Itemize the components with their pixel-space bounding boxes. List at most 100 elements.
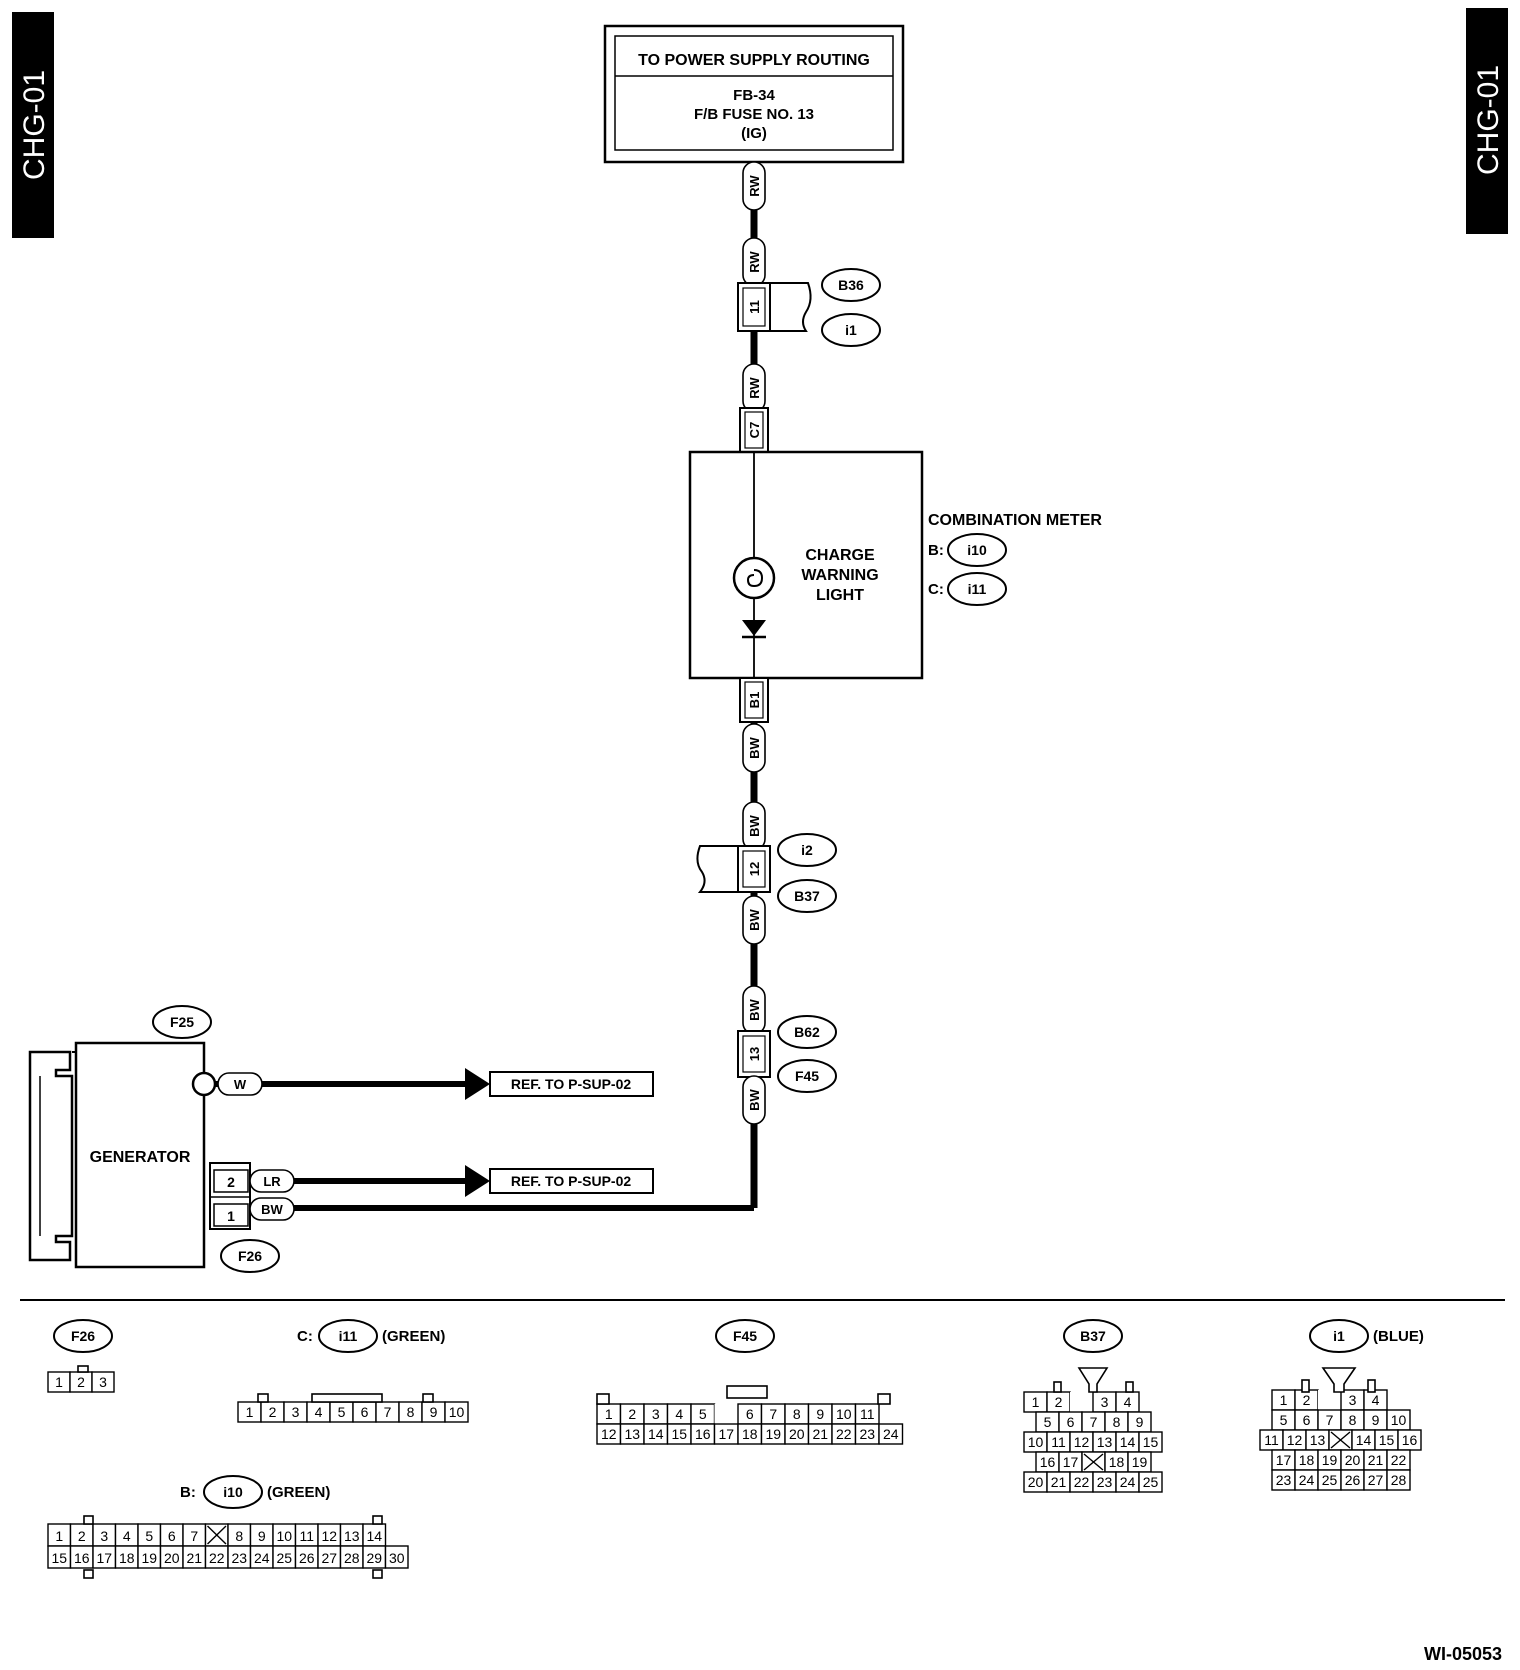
i1-pin-cell: 6 (1294, 1409, 1319, 1431)
f45-pin-number: 15 (671, 1426, 687, 1442)
f45-pin-cell: 17 (713, 1423, 739, 1445)
i1-pin-cell: 23 (1271, 1469, 1296, 1491)
f26-pin-cell: 2 (69, 1371, 93, 1393)
f45-pin-number: 12 (601, 1426, 617, 1442)
f45-pin-number: 17 (718, 1426, 734, 1442)
i11-pin-number: 10 (449, 1404, 465, 1420)
f45-pin-number: 21 (812, 1426, 828, 1442)
i1-pin-number: 8 (1349, 1412, 1357, 1428)
f45-pin-number: 24 (883, 1426, 899, 1442)
i11-pin-number: 1 (246, 1404, 254, 1420)
f26-pin-cell: 3 (91, 1371, 115, 1393)
connector-header-f26-text: F26 (71, 1328, 95, 1344)
i1-pin-number: 5 (1280, 1412, 1288, 1428)
connector-badge-b36: B36 (821, 268, 881, 302)
connector-badge-b37-wire: B37 (777, 879, 837, 913)
b37-pin-cell: 15 (1138, 1431, 1163, 1453)
i10-pin-number: 19 (141, 1550, 157, 1566)
i1-pin-number: 18 (1299, 1452, 1315, 1468)
b37-pin-number: 14 (1120, 1434, 1136, 1450)
wire-tag-w-text: W (234, 1077, 247, 1092)
f26-pin-cell: 1 (47, 1371, 71, 1393)
i11-pin-cell: 5 (329, 1401, 354, 1423)
f45-pin-number: 20 (789, 1426, 805, 1442)
power-supply-fuse-id: FB-34 (733, 87, 775, 104)
b37-pin-cell: 14 (1115, 1431, 1140, 1453)
i11-pin-number: 3 (292, 1404, 300, 1420)
b37-pin-number: 15 (1143, 1434, 1159, 1450)
i10-pin-number: 16 (74, 1550, 90, 1566)
i1-pin-cell: 4 (1363, 1389, 1388, 1411)
b37-pin-cell: 17 (1058, 1451, 1083, 1473)
wire-tag-bw1-text: BW (747, 736, 762, 758)
connector-badge-f26-gen: F26 (220, 1239, 280, 1273)
power-supply-box: TO POWER SUPPLY ROUTING FB-34 F/B FUSE N… (603, 24, 905, 164)
i1-pin-number: 10 (1391, 1412, 1407, 1428)
i10-pin-cell: 23 (227, 1545, 252, 1569)
f45-pin-number: 22 (836, 1426, 852, 1442)
connector-header-b37-text: B37 (1080, 1328, 1106, 1344)
blank-pin-x-icon (1330, 1431, 1351, 1449)
i10-pin-number: 24 (254, 1550, 270, 1566)
b37-pin-number: 16 (1040, 1454, 1056, 1470)
i1-pin-cell: 28 (1386, 1469, 1411, 1491)
i1-pin-cell: 24 (1294, 1469, 1319, 1491)
connector-latch-details (77, 1365, 1376, 1579)
f45-pin-number: 7 (769, 1406, 777, 1422)
i10-pin-cell: 16 (69, 1545, 94, 1569)
i1-pin-cell: 5 (1271, 1409, 1296, 1431)
b37-pin-cell (1070, 1392, 1093, 1412)
connector-header-i11-prefix: C: (297, 1328, 313, 1345)
i1-pin-number: 23 (1276, 1472, 1292, 1488)
i10-pin-number: 6 (168, 1528, 176, 1544)
i10-pin-cell: 30 (384, 1545, 409, 1569)
i11-pin-number: 6 (361, 1404, 369, 1420)
f45-pin-cell: 14 (643, 1423, 669, 1445)
arrow-icon-ref2 (465, 1165, 490, 1197)
b37-pin-number: 22 (1074, 1474, 1090, 1490)
b37-pin-cell: 2 (1046, 1391, 1071, 1413)
i10-pin-cell: 17 (92, 1545, 117, 1569)
i10-pin-number: 23 (231, 1550, 247, 1566)
i1-pin-number: 25 (1322, 1472, 1338, 1488)
page-tab-left-text: CHG-01 (18, 70, 51, 180)
i1-pin-number: 3 (1349, 1392, 1357, 1408)
f26-pin-number: 2 (77, 1374, 85, 1390)
i10-pin-cell: 1 (47, 1523, 72, 1547)
i10-pin-number: 2 (78, 1528, 86, 1544)
i10-pin-number: 1 (55, 1528, 63, 1544)
connector-header-b37: B37 (1063, 1319, 1123, 1353)
b37-pin-number: 8 (1113, 1414, 1121, 1430)
connector-tag-b1: B1 (739, 677, 769, 723)
connector-tag-c7-text: C7 (747, 422, 762, 439)
i1-pin-cell: 14 (1351, 1429, 1376, 1451)
i10-pin-cell: 21 (182, 1545, 207, 1569)
i1-pin-number: 6 (1303, 1412, 1311, 1428)
b37-pin-cell: 20 (1023, 1471, 1048, 1493)
f45-pin-cell: 5 (690, 1403, 716, 1425)
i1-pin-number: 1 (1280, 1392, 1288, 1408)
i10-pin-cell: 27 (317, 1545, 342, 1569)
f45-pin-cell: 8 (784, 1403, 810, 1425)
connector-header-i1-color: (BLUE) (1373, 1328, 1424, 1345)
i1-pin-number: 24 (1299, 1472, 1315, 1488)
connector-badge-b62: B62 (777, 1015, 837, 1049)
i1-pin-number: 27 (1368, 1472, 1384, 1488)
generator-pin-2: 2 (227, 1174, 235, 1190)
page-tab-right-text: CHG-01 (1472, 65, 1505, 175)
f45-pin-cell: 20 (784, 1423, 810, 1445)
wire-tag-bw2: BW (742, 801, 766, 851)
wire-tag-bw-gen-text: BW (261, 1202, 283, 1217)
b37-pin-number: 23 (1097, 1474, 1113, 1490)
connector-badge-i1-top-text: i1 (845, 322, 857, 338)
i1-pin-number: 13 (1310, 1432, 1326, 1448)
f45-pin-cell: 13 (619, 1423, 645, 1445)
i11-pin-cell: 10 (444, 1401, 469, 1423)
i1-pin-number: 7 (1326, 1412, 1334, 1428)
i10-pin-cell: 4 (114, 1523, 139, 1547)
f45-pin-cell: 12 (596, 1423, 622, 1445)
generator-pin-1: 1 (227, 1208, 235, 1224)
i10-pin-number: 13 (344, 1528, 360, 1544)
